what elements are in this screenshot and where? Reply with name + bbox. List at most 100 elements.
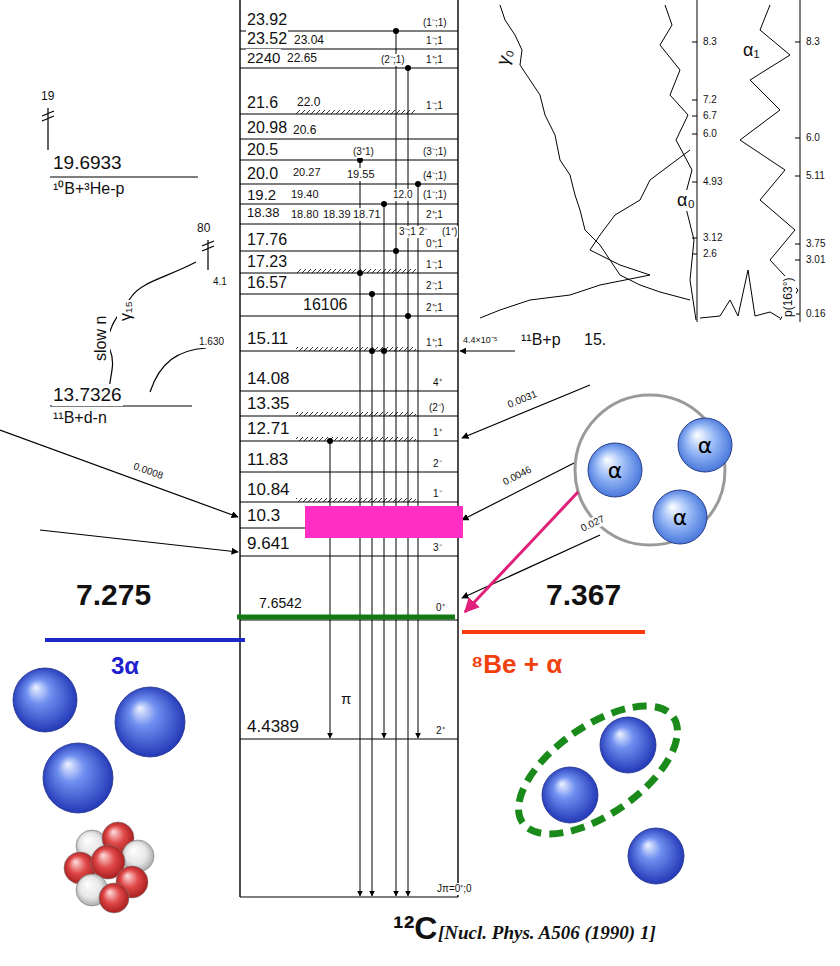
branching-value: ¹¹B+p: [520, 331, 562, 349]
branching-value: 15.: [583, 331, 607, 349]
alpha-particle: α: [677, 417, 733, 473]
alpha-sphere: [628, 828, 684, 884]
reaction-threshold: [42, 108, 54, 150]
energy-value: 20.0: [246, 165, 279, 183]
spin-parity: (2⁻): [428, 402, 445, 414]
excitation-spectrum: [800, 0, 801, 322]
state-highlight: [45, 506, 645, 640]
excitation-spectrum: [692, 42, 800, 314]
particle-label: α: [587, 442, 643, 498]
be8-ellipse: [497, 681, 698, 859]
spin-parity: 4⁺: [432, 377, 443, 389]
spin-parity: (3⁻;1): [422, 146, 448, 158]
annotation: 3α: [110, 652, 140, 680]
spin-parity: 1⁻;1: [425, 35, 444, 47]
branching-value: 4.4×10⁻⁵: [462, 335, 499, 345]
spin-parity: (1⁺): [441, 226, 458, 238]
energy-value: 14.08: [246, 369, 291, 389]
alpha-sphere: [13, 668, 684, 884]
particle-label: α: [652, 489, 708, 545]
energy-value: 19.40: [290, 188, 320, 201]
reaction-threshold: [460, 350, 515, 351]
energy-value: 23.04: [293, 34, 325, 48]
energy-value: 10.3: [246, 506, 281, 526]
gamma-transition: [418, 184, 419, 738]
spin-parity: 1⁺;1: [425, 54, 444, 66]
energy-value: 7.6542: [258, 595, 303, 611]
energy-value: 20.98: [246, 119, 288, 137]
spectrum-label: 5.11: [805, 170, 826, 182]
spectrum-label: p(163°): [782, 277, 796, 319]
nucleus-cluster: [99, 883, 129, 913]
be8-ellipse: [497, 681, 698, 859]
state-highlight: [237, 615, 455, 620]
alpha-ball: [678, 418, 732, 472]
energy-value: 17.23: [246, 253, 288, 271]
spectrum-label: 8.3: [702, 36, 718, 48]
energy-value: 18.39: [322, 208, 352, 221]
gamma-transition: [384, 204, 385, 738]
level-dot: [415, 181, 421, 187]
spin-parity: (3⁺1): [352, 146, 375, 158]
energy-value: 22.0: [296, 96, 321, 110]
reaction-label: 19: [40, 90, 55, 104]
branching-value: 0.0031: [505, 388, 540, 411]
energy-value: 13.35: [246, 394, 291, 414]
alpha-ball: [588, 443, 642, 497]
spectrum-label: γ₀: [492, 45, 518, 69]
reaction-threshold: [150, 348, 206, 392]
reaction-threshold: [0, 430, 238, 517]
energy-value: 12.71: [246, 419, 291, 439]
reaction-threshold: [50, 176, 198, 177]
energy-value: 18.80: [290, 208, 320, 221]
reaction-label: ¹⁰B+³He-p: [52, 180, 125, 198]
level-scheme: [296, 412, 416, 416]
particle-label: α: [677, 417, 733, 473]
energy-value: 20.27: [292, 166, 322, 179]
spin-parity: (4⁻;1): [422, 170, 448, 182]
energy-value: 4.4389: [246, 717, 300, 737]
level-dot: [381, 348, 387, 354]
state-highlight: [45, 638, 245, 642]
energy-value: 9.641: [246, 534, 291, 554]
spin-parity: (2⁻;1): [380, 54, 406, 66]
energy-value: 10.84: [246, 480, 291, 500]
spectrum-label: 7.2: [702, 94, 718, 106]
energy-value: 16106: [302, 296, 349, 314]
branching-value: 0.0046: [500, 463, 534, 488]
spin-parity: 2⁺;1: [425, 209, 444, 221]
level-scheme: [296, 269, 416, 273]
spin-parity: 0⁺: [435, 602, 446, 614]
spin-parity: 2⁺;1: [425, 302, 444, 314]
level-dot: [393, 248, 399, 254]
reaction-label: 80: [196, 222, 211, 236]
energy-value: 23.92: [246, 11, 288, 29]
reaction-threshold: [202, 240, 214, 270]
level-dot: [369, 291, 375, 297]
reaction-threshold: [40, 530, 238, 552]
annotation: [Nucl. Phys. A506 (1990) 1]: [437, 922, 657, 944]
level-dot: [405, 313, 411, 319]
spin-parity: 1⁻;1: [425, 259, 444, 271]
energy-value: 23.52: [246, 30, 288, 48]
level-dot: [369, 348, 375, 354]
annotation: ⁸Be + α: [470, 650, 563, 680]
level-scheme: [457, 0, 458, 897]
spin-parity: 0⁺;1: [425, 238, 444, 250]
alpha-sphere: [13, 668, 77, 732]
alpha-particle: α: [652, 489, 708, 545]
level-scheme: [296, 437, 416, 441]
energy-value: 20.5: [246, 141, 279, 159]
level-scheme: [240, 31, 458, 897]
alpha-sphere: [600, 717, 656, 773]
excitation-spectrum: [660, 5, 696, 320]
reaction-label: 4.1: [212, 276, 228, 288]
energy-value: 18.71: [352, 208, 382, 221]
level-dot: [393, 28, 399, 34]
energy-value: 19.55: [346, 168, 376, 181]
state-highlight: [305, 506, 463, 538]
alpha-sphere: [43, 743, 113, 813]
energy-value: 18.38: [246, 206, 281, 221]
energy-value: 21.6: [246, 94, 279, 112]
annotation: ¹²C: [392, 910, 438, 947]
